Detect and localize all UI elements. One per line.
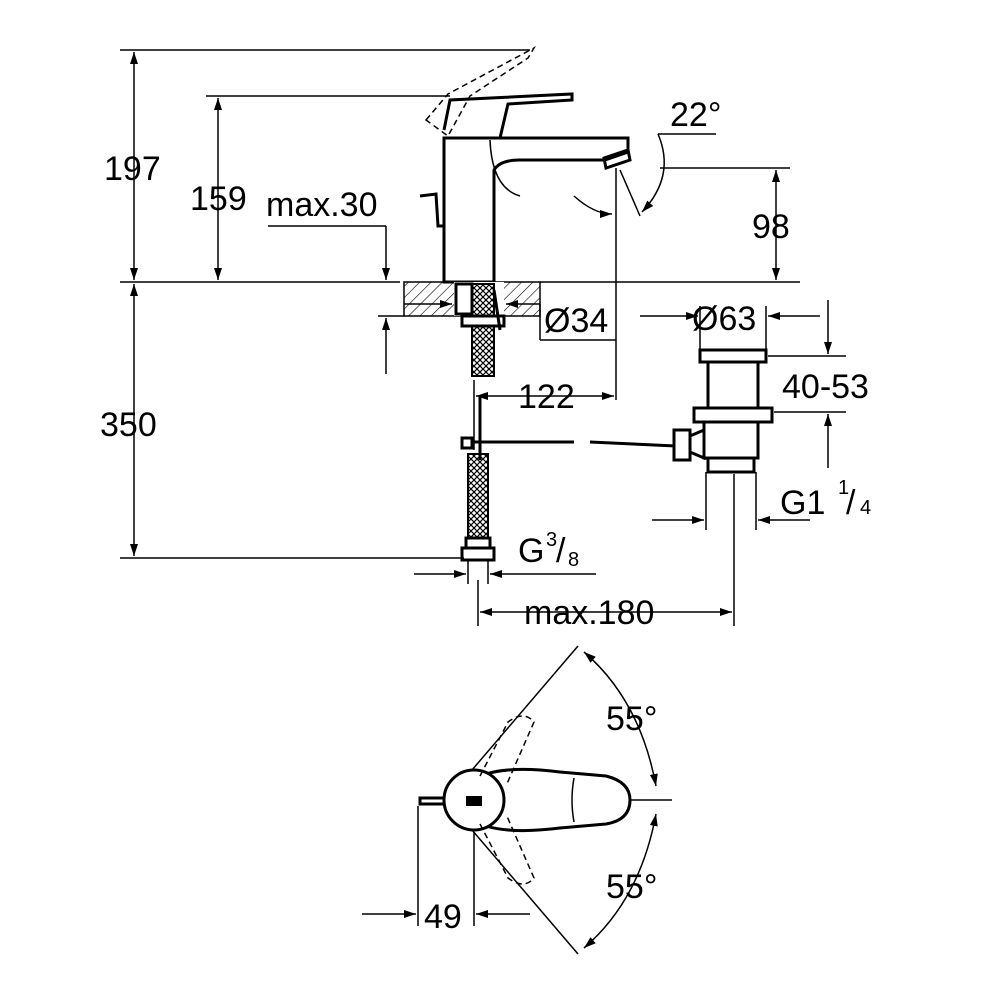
- dim-spout-height: 98: [752, 208, 790, 246]
- dim-below-deck: 350: [100, 406, 157, 444]
- dim-hose-to-waste: max.180: [524, 594, 654, 632]
- dimension-lines: [120, 49, 846, 626]
- waste-thread-slash: /: [846, 484, 856, 522]
- dim-spout-angle: 22°: [670, 96, 721, 134]
- dim-waste-range: 40-53: [782, 368, 869, 406]
- deck-section: [403, 281, 541, 377]
- dim-deck-thickness: max.30: [266, 186, 378, 224]
- faucet-top-view: [362, 645, 672, 955]
- dim-waste-diameter: Ø63: [692, 300, 756, 338]
- waste-assembly: [672, 348, 774, 474]
- dim-rotation-right: 55°: [606, 868, 657, 906]
- waste-thread-numerator: 1: [838, 477, 849, 499]
- supply-hose: [460, 380, 677, 562]
- dim-spout-reach: 122: [518, 378, 575, 416]
- dim-hose-thread: G 3 / 8: [518, 529, 579, 571]
- dim-hole-diameter: Ø34: [544, 302, 608, 340]
- dim-waste-thread: G1 1 / 4: [780, 477, 871, 522]
- dim-height-total: 197: [104, 150, 161, 188]
- hose-thread-slash: /: [556, 532, 566, 570]
- hose-thread-denominator: 8: [568, 549, 579, 571]
- dim-rotation-left: 55°: [606, 700, 657, 738]
- dim-height-lever: 159: [190, 180, 247, 218]
- hose-thread-prefix: G: [518, 532, 544, 570]
- hose-thread-numerator: 3: [546, 529, 557, 551]
- dim-lever-offset: 49: [424, 898, 462, 936]
- waste-thread-denominator: 4: [860, 497, 871, 519]
- faucet-side-view: [419, 46, 632, 284]
- waste-thread-prefix: G1: [780, 484, 825, 522]
